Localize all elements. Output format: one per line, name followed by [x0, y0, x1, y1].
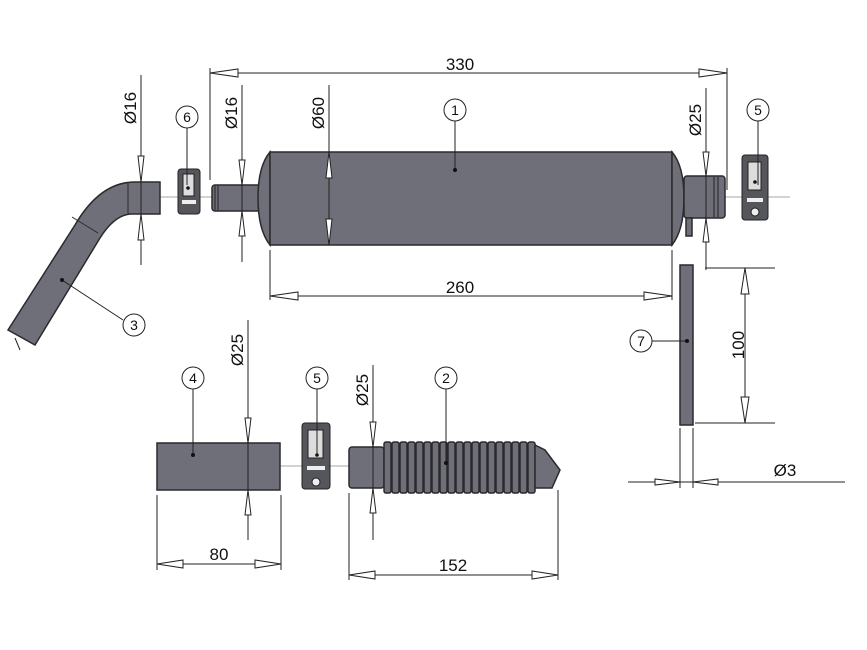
- bellows-rib: [487, 441, 496, 494]
- bellows-rib: [519, 441, 528, 494]
- balloon-4: 4: [181, 366, 205, 390]
- dim-80: 80: [210, 545, 229, 564]
- bellows-rib: [439, 441, 448, 494]
- bellows-part-2: [348, 441, 561, 494]
- bellows-rib: [383, 441, 392, 494]
- bent-pipe-part-3: [6, 181, 161, 351]
- dimension-lines: [60, 68, 845, 580]
- bellows-rib: [415, 441, 424, 494]
- bellows-rib: [423, 441, 432, 494]
- balloon-7: 7: [629, 329, 653, 353]
- bellows-rib: [431, 441, 440, 494]
- svg-text:4: 4: [189, 370, 197, 386]
- svg-text:7: 7: [637, 333, 645, 349]
- clamp-part-5-bottom: [301, 422, 331, 490]
- dim-dia-60: Ø60: [309, 97, 328, 129]
- svg-text:6: 6: [183, 109, 191, 125]
- bellows-rib: [503, 441, 512, 494]
- balloon-5-bottom: 5: [305, 366, 329, 390]
- balloon-3: 3: [122, 313, 146, 337]
- bellows-rib: [391, 441, 400, 494]
- balloon-1: 1: [443, 98, 467, 122]
- dim-100: 100: [729, 331, 748, 359]
- dim-dia-25-outlet: Ø25: [686, 104, 705, 136]
- dim-dia-3: Ø3: [774, 461, 797, 480]
- dim-dia-25-bellows: Ø25: [353, 374, 372, 406]
- clamp-part-5-top: [741, 154, 769, 221]
- dim-dia-16-pipe: Ø16: [121, 92, 140, 124]
- bellows-rib: [511, 441, 520, 494]
- rod-part-7: [679, 264, 694, 426]
- bellows-rib: [527, 441, 536, 494]
- bellows-rib: [463, 441, 472, 494]
- svg-text:3: 3: [130, 317, 138, 333]
- bellows-rib: [399, 441, 408, 494]
- balloon-2: 2: [434, 366, 458, 390]
- dim-dia-25-tube: Ø25: [228, 334, 247, 366]
- dim-260: 260: [446, 278, 474, 297]
- svg-text:5: 5: [754, 102, 762, 118]
- bellows-rib: [447, 441, 456, 494]
- dim-152: 152: [439, 556, 467, 575]
- bellows-rib: [495, 441, 504, 494]
- clamp-part-6: [177, 168, 201, 215]
- balloon-5-top: 5: [746, 98, 770, 122]
- dim-330: 330: [446, 55, 474, 74]
- tube-part-4: [156, 442, 281, 491]
- bellows-rib: [471, 441, 480, 494]
- balloon-6: 6: [175, 105, 199, 129]
- bellows-rib: [455, 441, 464, 494]
- svg-text:2: 2: [442, 370, 450, 386]
- svg-text:1: 1: [451, 102, 459, 118]
- bellows-rib: [479, 441, 488, 494]
- muffler-part-1: [211, 149, 726, 248]
- svg-text:5: 5: [313, 370, 321, 386]
- bellows-rib: [407, 441, 416, 494]
- dim-dia-16-stub: Ø16: [222, 97, 241, 129]
